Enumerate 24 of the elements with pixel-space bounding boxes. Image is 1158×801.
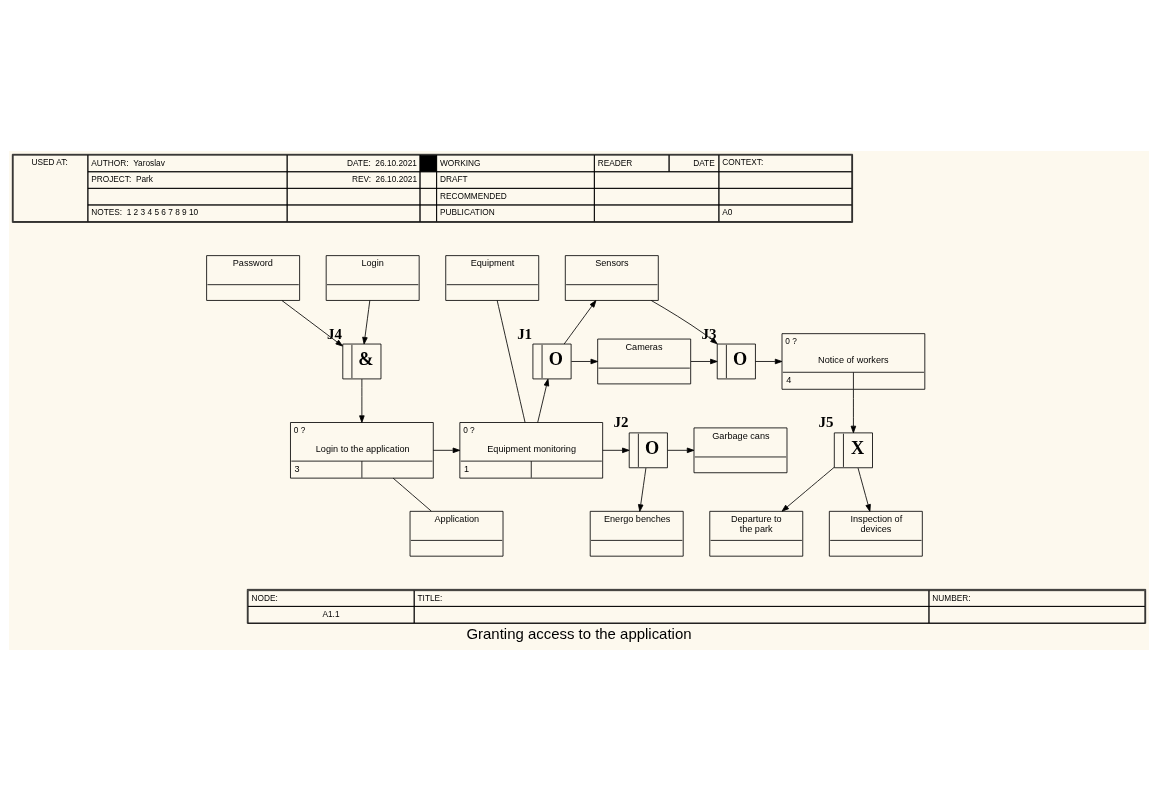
label: AUTHOR: Yaroslav xyxy=(91,157,165,168)
label: A1.1 xyxy=(322,608,340,619)
node-label: J2 xyxy=(613,414,629,431)
node-label: J4 xyxy=(327,325,342,342)
label: NOTES: 1 2 3 4 5 6 7 8 9 10 xyxy=(91,207,199,218)
label: NUMBER: xyxy=(932,592,971,603)
label: RECOMMENDED xyxy=(439,190,507,201)
node-label: J3 xyxy=(701,325,717,342)
node-label: J5 xyxy=(818,414,834,431)
label: WORKING xyxy=(439,157,481,168)
label: PROJECT: Park xyxy=(91,174,153,185)
label: READER xyxy=(597,157,633,168)
label: DRAFT xyxy=(439,174,468,185)
label: TITLE: xyxy=(417,592,443,603)
label: USED AT: xyxy=(31,157,68,168)
label: NODE: xyxy=(251,592,278,603)
label: PUBLICATION xyxy=(439,207,495,218)
label: CONTEXT: xyxy=(722,157,764,168)
label: DATE xyxy=(693,157,715,168)
node-label: J1 xyxy=(517,325,533,342)
label: DATE: 26.10.2021 xyxy=(346,157,417,168)
diagram-title: Granting access to the application xyxy=(466,624,692,642)
label: REV: 26.10.2021 xyxy=(351,174,418,185)
label: A0 xyxy=(722,207,733,218)
